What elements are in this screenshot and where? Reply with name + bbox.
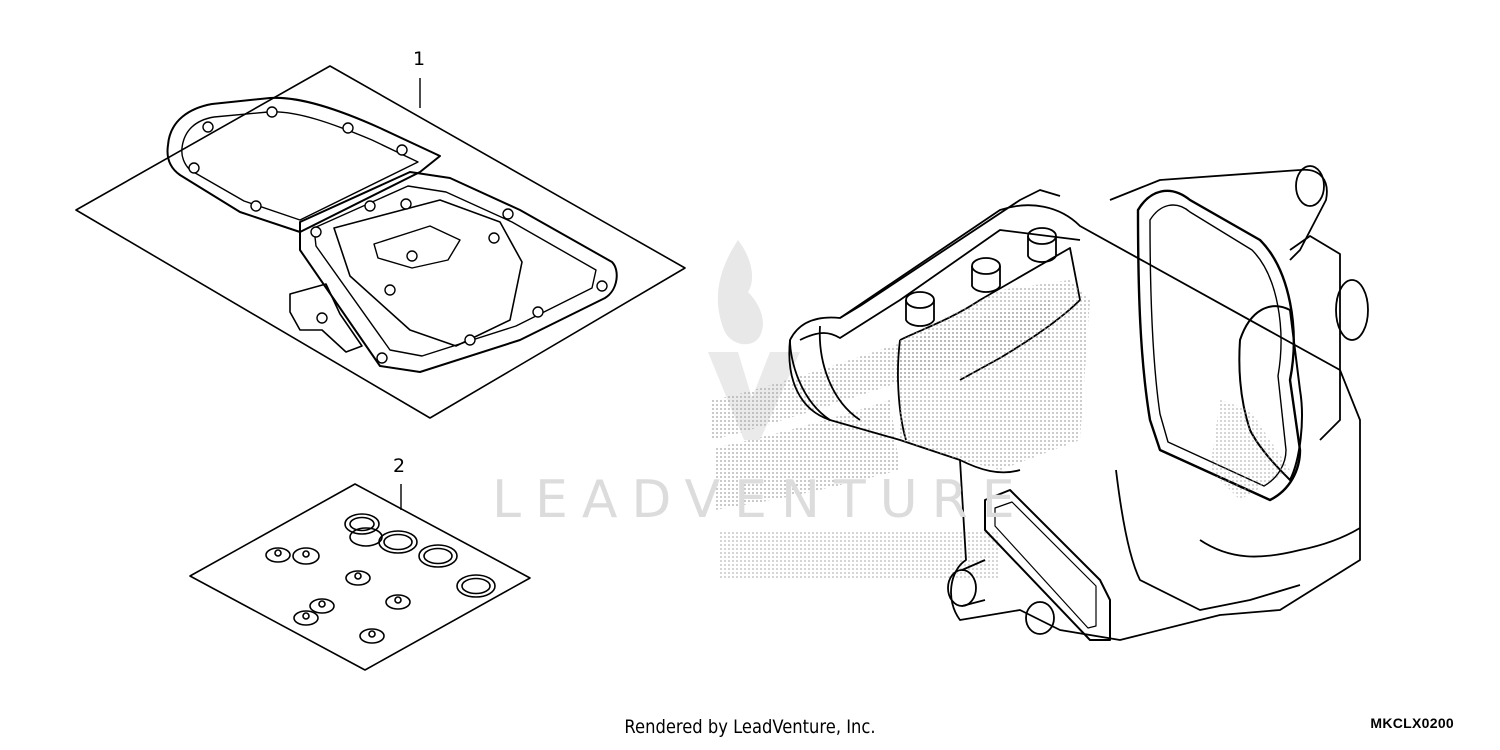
part-2-oring-kit[interactable] (189, 483, 531, 671)
engine-illustration (788, 165, 1369, 641)
diagram-code: MKCLX0200 (1370, 715, 1454, 731)
part-1-oil-pan-gasket (299, 171, 618, 373)
part-1-gasket-kit[interactable] (75, 65, 686, 419)
part-2-sheet (189, 483, 531, 671)
part-1-cover-gasket (166, 96, 441, 233)
callout-1: 1 (413, 48, 426, 70)
callout-2: 2 (393, 455, 406, 477)
part-1-inner-gasket (333, 199, 523, 347)
part-1-small-gasket (289, 283, 363, 353)
engine-shading (900, 280, 1290, 500)
watermark-text: LEADVENTURE (492, 470, 1029, 530)
rendered-by-text: Rendered by LeadVenture, Inc. (624, 716, 876, 738)
